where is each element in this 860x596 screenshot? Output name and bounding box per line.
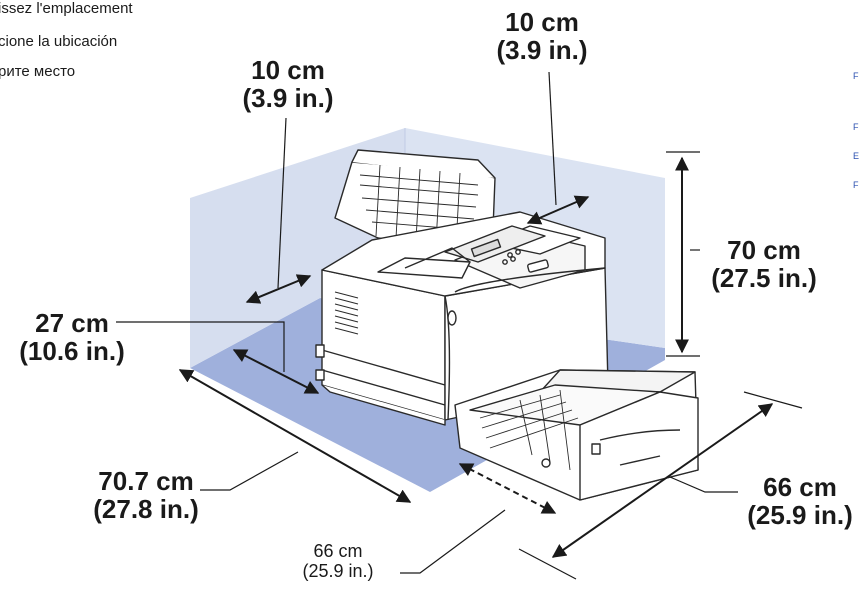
side-link-2[interactable]: F: [853, 123, 859, 132]
side-link-4[interactable]: F: [853, 181, 859, 190]
dimension-imperial: (10.6 in.): [19, 336, 125, 366]
dimension-metric: 10 cm: [505, 7, 579, 37]
side-link-3[interactable]: E: [853, 152, 860, 161]
dimension-imperial: (3.9 in.): [242, 83, 334, 113]
dimension-label-height: 70 cm (27.5 in.): [694, 236, 834, 292]
side-link-1[interactable]: F: [853, 72, 859, 81]
dimension-metric: 27 cm: [35, 308, 109, 338]
dimension-label-rear-clearance: 10 cm (3.9 in.): [480, 8, 604, 64]
header-line-russian: рите место: [0, 63, 76, 80]
dimension-imperial: (27.5 in.): [711, 263, 817, 293]
dimension-metric: 66 cm: [763, 472, 837, 502]
header-line-spanish: cione la ubicación: [0, 33, 118, 50]
dimension-metric: 66 cm: [313, 541, 363, 561]
dimension-label-depth: 70.7 cm (27.8 in.): [76, 467, 216, 523]
header-line-french: issez l'emplacement: [0, 0, 133, 17]
dimension-metric: 70 cm: [727, 235, 801, 265]
dimension-label-side-floor: 27 cm (10.6 in.): [0, 309, 144, 365]
dimension-imperial: (25.9 in.): [302, 561, 374, 581]
dimension-metric: 70.7 cm: [98, 466, 194, 496]
dimension-metric: 10 cm: [251, 55, 325, 85]
dimension-imperial: (25.9 in.): [747, 500, 853, 530]
dimension-label-tray-pull: 66 cm (25.9 in.): [278, 541, 398, 581]
dimension-label-left-clearance: 10 cm (3.9 in.): [226, 56, 350, 112]
dimension-imperial: (3.9 in.): [496, 35, 588, 65]
dimension-label-width: 66 cm (25.9 in.): [738, 473, 860, 529]
dimension-imperial: (27.8 in.): [93, 494, 199, 524]
